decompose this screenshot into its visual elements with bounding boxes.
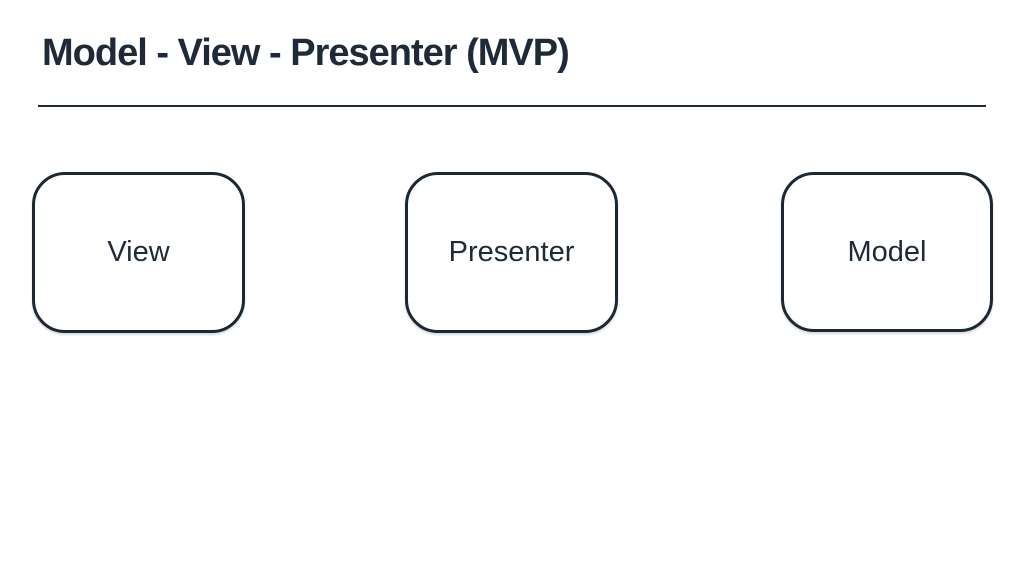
diagram-box-presenter-label: Presenter [448, 236, 575, 268]
slide-title: Model - View - Presenter (MVP) [42, 32, 570, 74]
diagram-box-view-label: View [107, 236, 170, 268]
diagram-box-presenter: Presenter [405, 172, 618, 333]
diagram-box-view: View [32, 172, 245, 333]
diagram-box-model-label: Model [847, 235, 927, 268]
diagram-box-model: Model [781, 172, 993, 332]
title-divider [38, 105, 986, 107]
